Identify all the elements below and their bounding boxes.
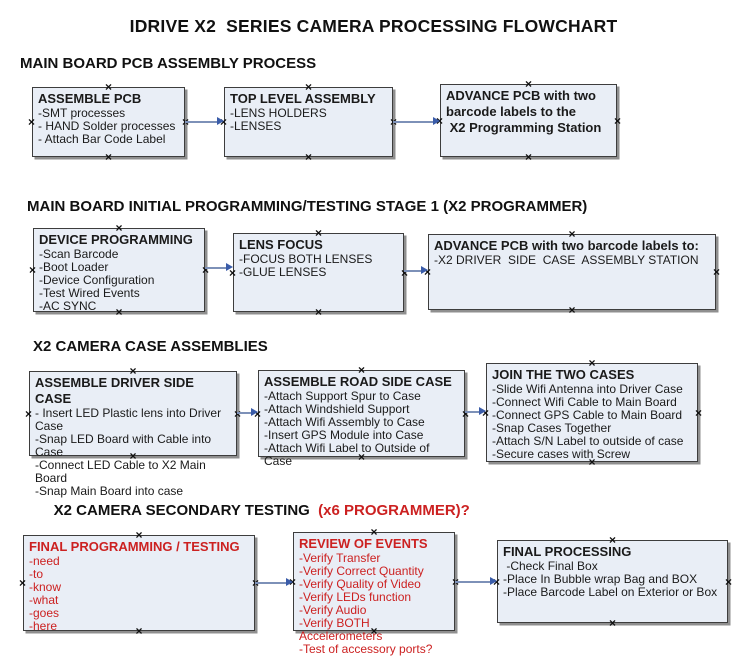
arrow-head-icon — [479, 407, 486, 415]
box-body: -Attach Support Spur to Case -Attach Win… — [264, 389, 430, 468]
connection-handle-top[interactable]: × — [314, 226, 323, 240]
box-body: -Slide Wifi Antenna into Driver Case -Co… — [492, 382, 684, 461]
page-title: IDRIVE X2 SERIES CAMERA PROCESSING FLOWC… — [129, 16, 618, 36]
box-title: ADVANCE PCB with two barcode labels to: — [434, 238, 699, 253]
flowbox-advance-pcb-driver-side-station[interactable]: ADVANCE PCB with two barcode labels to: … — [424, 228, 720, 316]
connection-handle-bottom[interactable]: × — [357, 450, 366, 464]
arrow-line — [205, 267, 228, 269]
box-body: -Scan Barcode -Boot Loader -Device Confi… — [39, 247, 155, 313]
arrow-line — [455, 581, 492, 583]
flowbox-join-the-two-cases[interactable]: JOIN THE TWO CASES -Slide Wifi Antenna i… — [482, 357, 702, 468]
arrow-line — [185, 121, 219, 123]
connection-handle-right[interactable]: × — [461, 406, 469, 421]
flowbox-lens-focus[interactable]: LENS FOCUS -FOCUS BOTH LENSES -GLUE LENS… — [229, 227, 408, 318]
arrow-line — [237, 412, 253, 414]
connection-handle-right[interactable]: × — [613, 113, 621, 128]
connection-handle-bottom[interactable]: × — [588, 455, 596, 469]
box-body: -SMT processes - HAND Solder processes -… — [38, 106, 176, 146]
box-body: -Verify Transfer -Verify Correct Quantit… — [299, 551, 433, 656]
section-heading-pcb-assembly: MAIN BOARD PCB ASSEMBLY PROCESS — [20, 55, 317, 72]
section-heading-secondary-testing-red: (x6 PROGRAMMER)? — [318, 502, 470, 519]
box-body: -Check Final Box -Place In Bubble wrap B… — [503, 559, 718, 599]
flowbox-final-processing[interactable]: FINAL PROCESSING -Check Final Box -Place… — [493, 534, 732, 629]
arrow-line — [465, 411, 481, 413]
connection-handle-top[interactable]: × — [370, 525, 378, 539]
connection-handle-right[interactable]: × — [201, 263, 209, 277]
flowbox-advance-pcb-programming-station[interactable]: ADVANCE PCB with two barcode labels to t… — [436, 78, 621, 163]
flowbox-assemble-driver-side-case[interactable]: ASSEMBLE DRIVER SIDE CASE - Insert LED P… — [25, 365, 241, 498]
connection-handle-bottom[interactable]: × — [135, 624, 143, 638]
arrow-head-icon — [286, 578, 293, 586]
box-title: LENS FOCUS — [239, 237, 323, 252]
connection-handle-top[interactable]: × — [304, 80, 313, 94]
connection-handle-top[interactable]: × — [588, 356, 596, 370]
connection-handle-left[interactable]: × — [28, 115, 36, 129]
box-title: TOP LEVEL ASSEMBLY — [230, 91, 376, 106]
box-title: FINAL PROCESSING — [503, 544, 632, 559]
connection-handle-left[interactable]: × — [229, 265, 237, 280]
section-heading-secondary-testing-black: X2 CAMERA SECONDARY TESTING — [53, 502, 319, 519]
connection-handle-top[interactable]: × — [135, 528, 143, 542]
arrow-head-icon — [226, 263, 233, 271]
section-heading-secondary-testing: X2 CAMERA SECONDARY TESTING (x6 PROGRAMM… — [37, 485, 470, 536]
box-title: ASSEMBLE PCB — [38, 91, 142, 106]
connection-handle-bottom[interactable]: × — [370, 624, 378, 638]
connection-handle-top[interactable]: × — [608, 533, 617, 547]
box-body: -need -to -know -what -goes -here — [29, 554, 62, 633]
box-title: ASSEMBLE DRIVER SIDE CASE — [35, 375, 198, 406]
connection-handle-top[interactable]: × — [104, 80, 113, 94]
connection-handle-right[interactable]: × — [724, 574, 732, 589]
box-body: - Insert LED Plastic lens into Driver Ca… — [35, 406, 222, 498]
connection-handle-top[interactable]: × — [115, 221, 123, 235]
connection-handle-left[interactable]: × — [29, 263, 37, 277]
arrow-line — [404, 270, 423, 272]
section-heading-case-assemblies: X2 CAMERA CASE ASSEMBLIES — [33, 338, 268, 355]
arrow-head-icon — [217, 117, 224, 125]
connection-handle-bottom[interactable]: × — [608, 616, 617, 630]
flowbox-device-programming[interactable]: DEVICE PROGRAMMING -Scan Barcode -Boot L… — [29, 222, 209, 318]
box-title: FINAL PROGRAMMING / TESTING — [29, 539, 240, 554]
connection-handle-bottom[interactable]: × — [115, 305, 123, 319]
connection-handle-right[interactable]: × — [400, 265, 408, 280]
connection-handle-right[interactable]: × — [233, 406, 241, 421]
connection-handle-bottom[interactable]: × — [568, 303, 576, 317]
connection-handle-left[interactable]: × — [19, 576, 27, 590]
flowbox-top-level-assembly[interactable]: TOP LEVEL ASSEMBLY -LENS HOLDERS -LENSES… — [220, 81, 397, 163]
box-title: JOIN THE TWO CASES — [492, 367, 635, 382]
connection-handle-right[interactable]: × — [694, 405, 702, 420]
flowbox-final-programming-testing[interactable]: FINAL PROGRAMMING / TESTING -need -to -k… — [19, 529, 259, 637]
connection-handle-bottom[interactable]: × — [524, 150, 533, 164]
connection-handle-bottom[interactable]: × — [314, 305, 323, 319]
box-body: -FOCUS BOTH LENSES -GLUE LENSES — [239, 252, 373, 279]
connection-handle-bottom[interactable]: × — [104, 150, 113, 164]
box-title: ADVANCE PCB with two barcode labels to t… — [446, 88, 602, 135]
connection-handle-top[interactable]: × — [129, 364, 137, 378]
connection-handle-top[interactable]: × — [568, 227, 576, 241]
box-title: ASSEMBLE ROAD SIDE CASE — [264, 374, 452, 389]
connection-handle-top[interactable]: × — [357, 363, 366, 377]
arrow-line — [393, 121, 435, 123]
flowbox-assemble-road-side-case[interactable]: ASSEMBLE ROAD SIDE CASE -Attach Support … — [254, 364, 469, 468]
box-body: -X2 DRIVER SIDE CASE ASSEMBLY STATION — [434, 253, 699, 267]
connection-handle-bottom[interactable]: × — [304, 150, 313, 164]
connection-handle-top[interactable]: × — [524, 77, 533, 91]
flowbox-assemble-pcb[interactable]: ASSEMBLE PCB -SMT processes - HAND Solde… — [28, 81, 189, 163]
connection-handle-bottom[interactable]: × — [129, 449, 137, 463]
box-title: DEVICE PROGRAMMING — [39, 232, 193, 247]
connection-handle-right[interactable]: × — [712, 265, 720, 279]
box-title: REVIEW OF EVENTS — [299, 536, 428, 551]
box-body: -LENS HOLDERS -LENSES — [230, 106, 327, 133]
flowbox-review-of-events[interactable]: REVIEW OF EVENTS -Verify Transfer -Verif… — [289, 526, 459, 656]
arrow-head-icon — [251, 408, 258, 416]
arrow-head-icon — [490, 577, 497, 585]
arrow-line — [255, 582, 288, 584]
connection-handle-left[interactable]: × — [25, 406, 33, 421]
arrow-head-icon — [421, 266, 428, 274]
section-heading-initial-programming: MAIN BOARD INITIAL PROGRAMMING/TESTING S… — [27, 198, 588, 215]
arrow-head-icon — [433, 117, 440, 125]
